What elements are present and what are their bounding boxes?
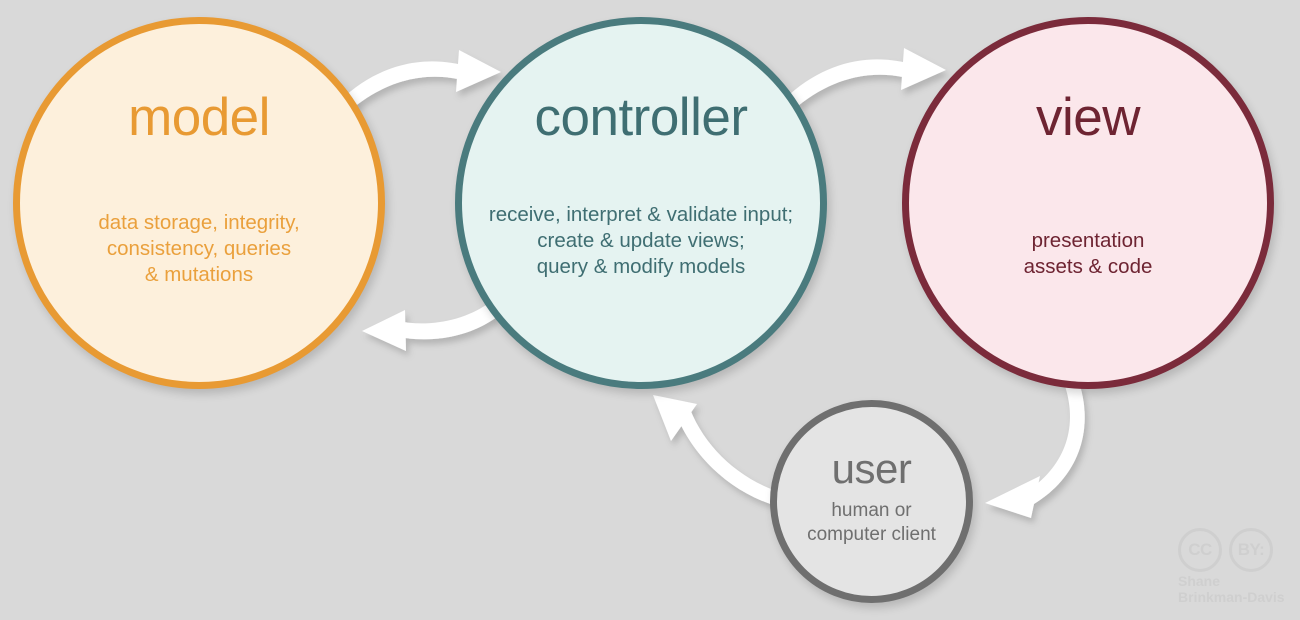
arrow-model-to-controller <box>345 50 501 108</box>
arrow-view-to-user <box>985 382 1085 518</box>
node-controller-description: receive, interpret & validate input;crea… <box>488 203 794 279</box>
license-credit-line1: Shane <box>1178 573 1221 589</box>
node-model[interactable]: model data storage, integrity,consistenc… <box>13 17 385 389</box>
node-model-title: model <box>128 88 270 147</box>
attribution-by-icon: BY: <box>1229 528 1273 572</box>
license-credit-line2: Brinkman-Davis <box>1178 588 1285 605</box>
cc-marks: CC BY: <box>1178 528 1288 572</box>
node-user-title: user <box>831 445 912 492</box>
creative-commons-badge: CC BY: Shane Brinkman-Davis <box>1178 528 1288 608</box>
arrow-controller-to-model <box>362 303 497 351</box>
license-credit: Shane Brinkman-Davis <box>1178 573 1288 605</box>
node-view-title: view <box>1035 88 1141 147</box>
arrow-user-to-controller <box>653 395 779 505</box>
node-model-description: data storage, integrity,consistency, que… <box>98 211 300 287</box>
node-controller-title: controller <box>534 88 748 147</box>
creative-commons-icon: CC <box>1178 528 1222 572</box>
arrow-controller-to-view <box>790 48 946 106</box>
node-controller[interactable]: controller receive, interpret & validate… <box>455 17 827 389</box>
